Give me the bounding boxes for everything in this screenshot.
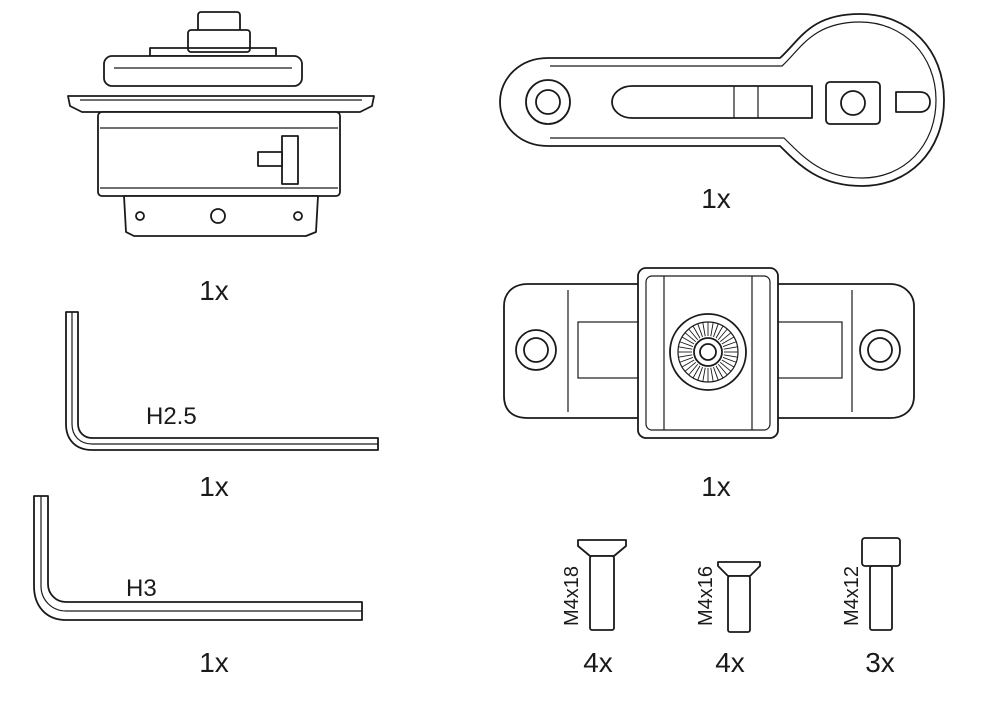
hex-key-large-qty: 1x	[199, 647, 229, 678]
mount-base-qty: 1x	[199, 275, 229, 306]
hex-key-small-qty: 1x	[199, 471, 229, 502]
screw-m4x18-size: M4x18	[561, 566, 583, 626]
screw-m4x16-qty: 4x	[715, 647, 745, 678]
clamp-plate-drawing	[503, 267, 915, 439]
lever-arm-drawing	[499, 13, 945, 187]
hex-key-large-size: H3	[126, 575, 157, 602]
mount-base-drawing	[67, 11, 375, 237]
screw-m4x18-qty: 4x	[583, 647, 613, 678]
hex-key-large-drawing	[33, 495, 363, 621]
screw-m4x18-drawing	[577, 539, 627, 631]
hex-key-small-drawing	[65, 311, 379, 451]
screw-m4x12-qty: 3x	[865, 647, 895, 678]
screw-m4x16-drawing	[717, 561, 761, 633]
lever-arm-qty: 1x	[701, 183, 731, 214]
screw-m4x12-size: M4x12	[841, 566, 863, 626]
clamp-plate-qty: 1x	[701, 471, 731, 502]
screw-m4x12-drawing	[861, 537, 901, 631]
hex-key-small-size: H2.5	[146, 403, 197, 430]
screw-m4x16-size: M4x16	[695, 566, 717, 626]
